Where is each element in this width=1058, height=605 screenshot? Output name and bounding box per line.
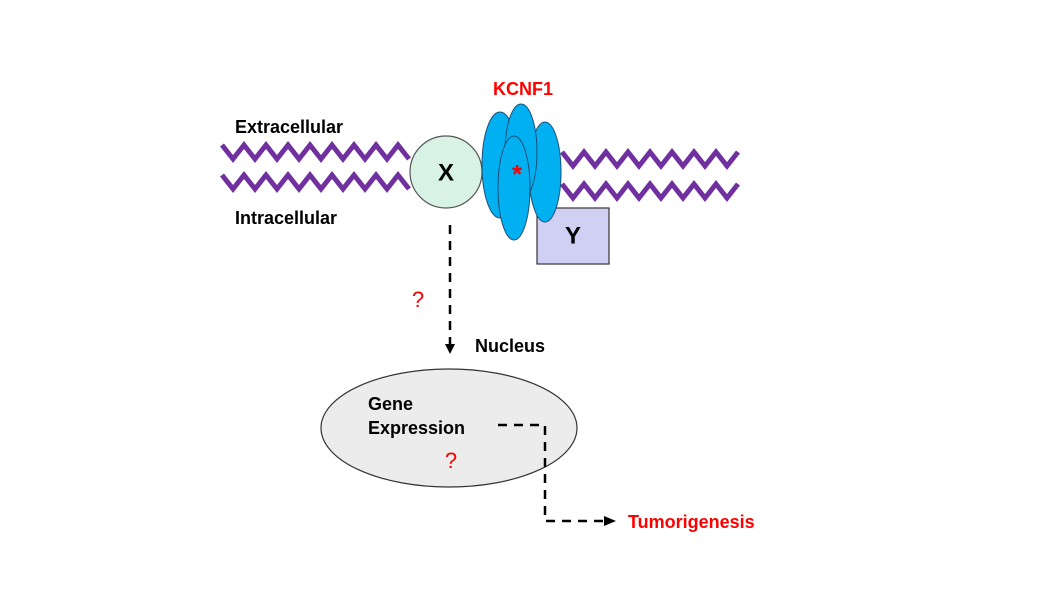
membrane-right-inner-leaflet [560,179,740,203]
membrane-right-outer-leaflet [560,147,740,171]
membrane-left-outer-leaflet [220,140,411,164]
kcnf1-subunit [497,135,531,241]
nucleus-label: Nucleus [475,336,545,356]
signal-arrowhead [445,344,455,354]
protein-y-shape [536,207,610,265]
tumorigenesis-label: Tumorigenesis [628,512,755,532]
membrane-left-inner-leaflet [220,170,411,194]
signal-question-mark: ? [412,287,424,312]
protein-x-label: X [438,159,454,186]
protein-x: X [409,135,483,209]
tumorigenesis-arrow-line [498,423,605,523]
extracellular-label: Extracellular [235,117,343,137]
kcnf1-channel: * [481,103,562,241]
tumorigenesis-arrow [498,423,616,526]
intracellular-label: Intracellular [235,208,337,228]
gene-expression-label-line2: Expression [368,418,465,438]
signal-arrow [445,225,455,354]
gene-question-mark: ? [445,448,457,473]
protein-y: Y [536,207,610,265]
nucleus-ellipse [320,368,578,488]
gene-expression-label-line1: Gene [368,394,413,414]
tumorigenesis-arrowhead [604,516,616,526]
protein-y-label: Y [565,222,581,249]
kcnf1-mutation-asterisk: * [512,159,523,189]
kcnf1-label: KCNF1 [493,79,553,99]
cell-membrane [220,140,740,203]
